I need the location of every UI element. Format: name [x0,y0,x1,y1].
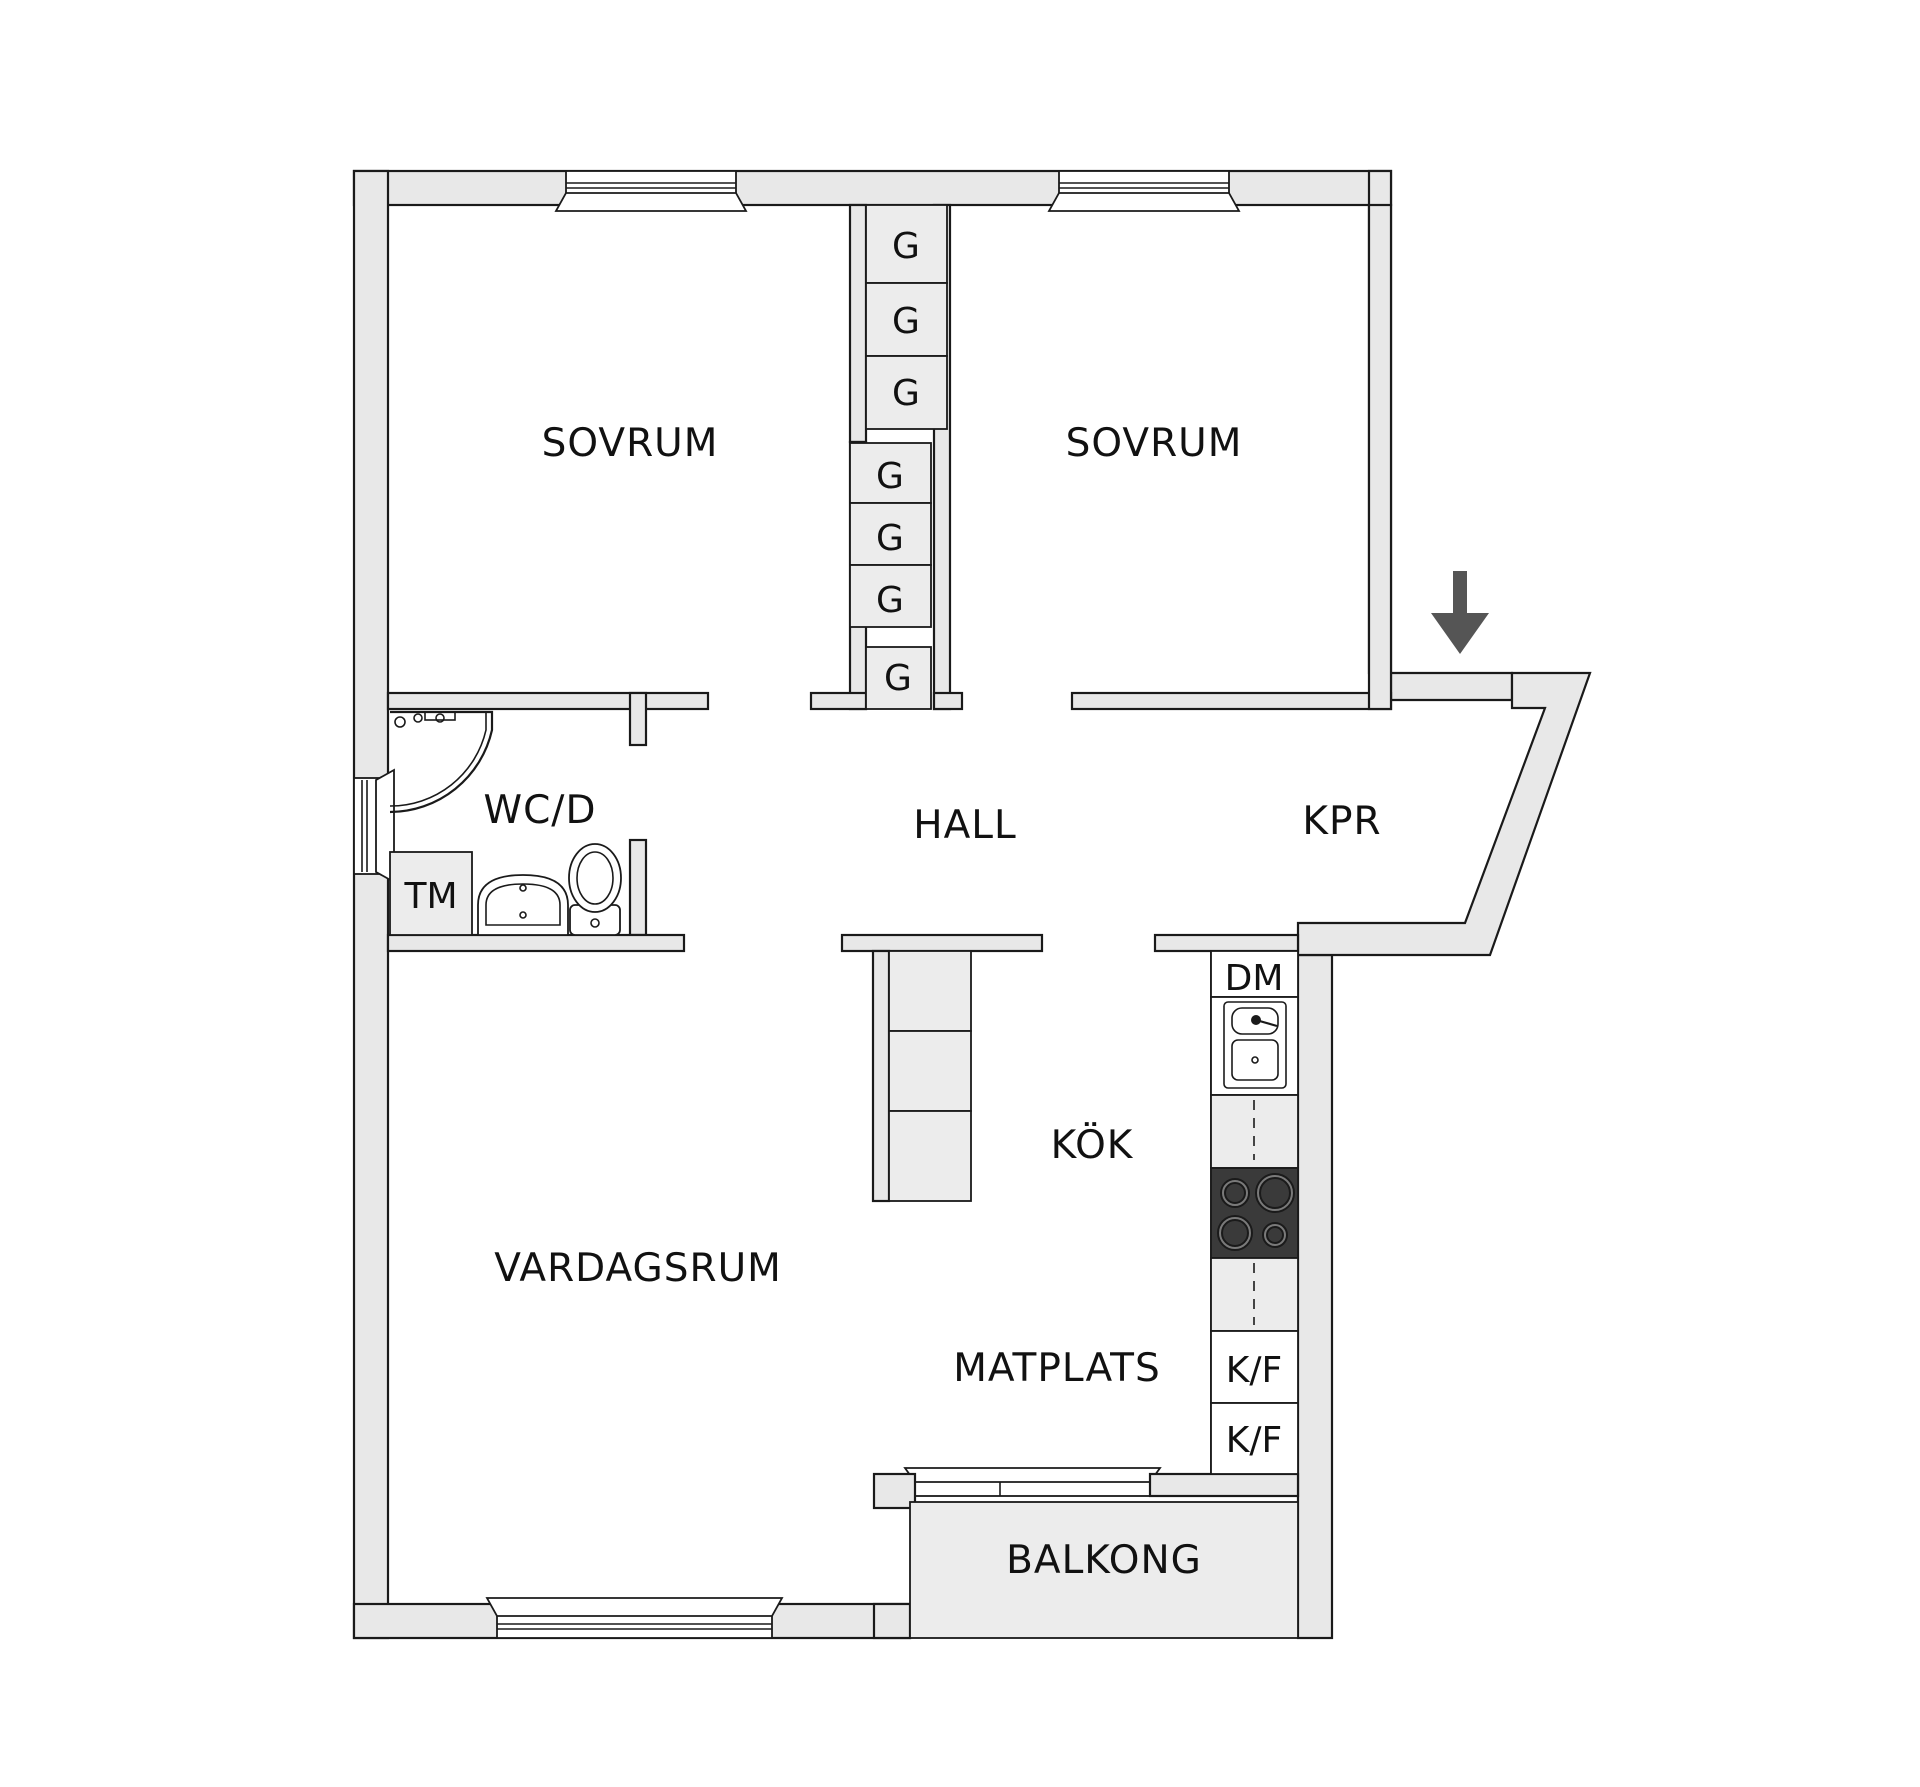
wardrobe-label-3: G [892,373,920,414]
down-arrow-icon [1431,571,1489,654]
wardrobe-label-5: G [876,518,904,559]
room-label-sovrum-right: SOVRUM [1066,421,1243,466]
balcony: BALKONG [909,1501,1299,1639]
interior-walls [386,203,1393,1640]
wardrobes: G G G G G G G [849,204,948,710]
wardrobe-6 [849,564,932,628]
room-label-wcd: WC/D [484,788,597,833]
dishwasher-label: DM [1225,958,1284,999]
kitchen-island [888,950,972,1202]
kitchen: DM K/F K/F [1210,950,1299,1475]
sink-icon [477,874,569,936]
room-label-kok: KÖK [1051,1122,1134,1168]
room-label-kpr: KPR [1302,799,1381,844]
windows [353,170,1241,1639]
room-label-balkong: BALKONG [1006,1538,1202,1583]
wardrobe-label-1: G [892,226,920,267]
wardrobe-5 [849,502,932,566]
window-top-left [554,170,748,212]
wardrobe-7 [865,646,932,710]
wardrobe-1 [865,204,948,284]
room-label-hall: HALL [913,803,1016,848]
room-labels: SOVRUM SOVRUM HALL KPR KÖK VARDAGSRUM MA… [494,421,1381,1391]
window-left [353,768,395,884]
window-balcony [903,1467,1162,1497]
fridge-freezer-1 [1210,1330,1299,1404]
kf-label-2: K/F [1226,1420,1282,1461]
room-label-matplats: MATPLATS [953,1346,1161,1391]
wardrobe-2 [865,282,948,357]
bathroom: TM WC/D [389,710,622,936]
kitchen-sink-icon [1210,996,1299,1096]
toilet-icon [568,843,622,936]
wardrobe-3 [865,355,948,430]
stove-icon [1210,1167,1299,1259]
shower [389,710,494,814]
window-top-right [1047,170,1241,212]
room-label-sovrum-left: SOVRUM [542,421,719,466]
wardrobe-label-4: G [876,456,904,497]
wardrobe-label-2: G [892,301,920,342]
kf-label-1: K/F [1226,1350,1282,1391]
tm-label: TM [403,876,457,917]
wardrobe-label-7: G [884,658,912,699]
washing-machine [389,851,473,936]
fridge-freezer-2 [1210,1402,1299,1475]
window-bottom [485,1597,784,1639]
wardrobe-label-6: G [876,580,904,621]
room-label-vardagsrum: VARDAGSRUM [494,1246,782,1291]
